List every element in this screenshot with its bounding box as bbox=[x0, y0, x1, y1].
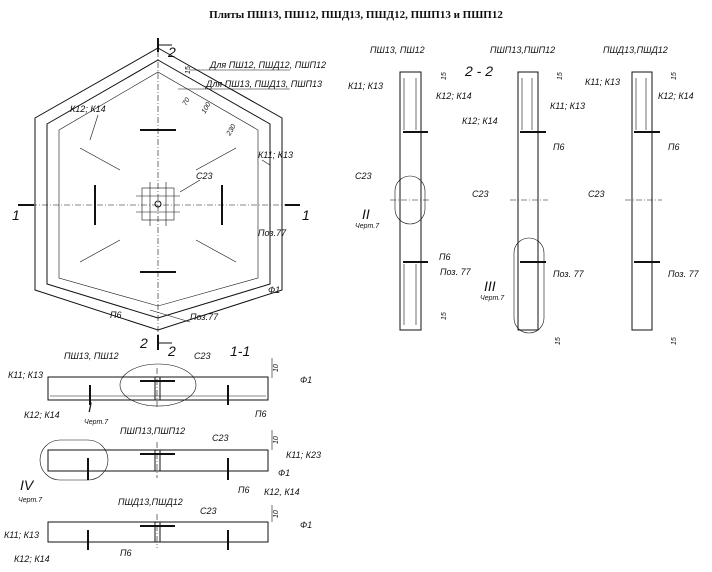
label-f1: Ф1 bbox=[268, 285, 280, 295]
dim-100: 100 bbox=[201, 101, 213, 115]
hexagon-plan bbox=[18, 38, 300, 350]
beam-b-detail-ref: Черт.7 bbox=[18, 497, 43, 504]
beam-a-p6: П6 bbox=[255, 409, 267, 419]
note-12: Для ПШ12, ПШД12, ПШП12 bbox=[209, 60, 326, 70]
hex-outer bbox=[34, 47, 283, 331]
col-c-c23: С23 bbox=[588, 189, 605, 199]
col-b-dim-top: 15 bbox=[557, 72, 564, 80]
section-1-marker-right: 1 bbox=[302, 207, 310, 223]
beam-b-k12: К12, К14 bbox=[264, 487, 300, 497]
page-title: Плиты ПШ13, ПШ12, ПШД13, ПШД12, ПШП13 и … bbox=[209, 9, 503, 21]
beam-a-f1: Ф1 bbox=[300, 375, 312, 385]
col-a-detail: II bbox=[362, 206, 370, 222]
col-c-poz77: Поз. 77 bbox=[668, 269, 700, 279]
beam-b-f1: Ф1 bbox=[278, 468, 290, 478]
col-b-c23: С23 bbox=[472, 189, 489, 199]
beam-c-c23: С23 bbox=[200, 506, 217, 516]
col-a-k11: К11; К13 bbox=[348, 81, 383, 91]
section-2-2-label: 2 - 2 bbox=[464, 63, 493, 79]
note-13: Для ПШ13, ПШД13, ПШП13 bbox=[205, 79, 322, 89]
label-k12k14: К12; К14 bbox=[70, 104, 106, 114]
label-p6: П6 bbox=[110, 310, 122, 320]
dim-70: 70 bbox=[182, 97, 192, 107]
beam-c-k11: К11; К13 bbox=[4, 530, 39, 540]
beam-c-k12: К12; К14 bbox=[14, 554, 50, 564]
col-a-detail-ref: Черт.7 bbox=[355, 223, 380, 230]
col-a-k12: К12; К14 bbox=[436, 91, 472, 101]
beam-a-k12: К12; К14 bbox=[24, 410, 60, 420]
label-poz77-a: Поз.77 bbox=[258, 228, 287, 238]
beam-a-title: ПШ13, ПШ12 bbox=[64, 351, 119, 361]
col-c-title: ПШД13,ПШД12 bbox=[603, 45, 668, 55]
section-2-marker-top: 2 bbox=[167, 44, 176, 60]
col-c-k11: К11; К13 bbox=[585, 77, 620, 87]
section-2-marker-bottom: 2 bbox=[139, 335, 148, 351]
col-a-poz77: Поз. 77 bbox=[440, 267, 472, 277]
beam-a-c23: С23 bbox=[194, 351, 211, 361]
beam-c-p6: П6 bbox=[120, 548, 132, 558]
section-2-marker: 2 bbox=[167, 343, 176, 359]
beam-c-dim: 10 bbox=[273, 510, 280, 518]
col-b-detail-ref: Черт.7 bbox=[480, 295, 505, 302]
col-b-p6: П6 bbox=[553, 142, 565, 152]
label-poz77-b: Поз.77 bbox=[190, 312, 219, 322]
section-1-1-beams bbox=[39, 358, 273, 550]
col-b-title: ПШП13,ПШП12 bbox=[490, 45, 555, 55]
col-a-title: ПШ13, ПШ12 bbox=[370, 45, 425, 55]
col-a-c23: С23 bbox=[355, 171, 372, 181]
col-b-detail: III bbox=[484, 278, 496, 294]
beam-b-dim: 10 bbox=[273, 436, 280, 444]
beam-c-title: ПШД13,ПШД12 bbox=[118, 497, 183, 507]
beam-b-p6: П6 bbox=[238, 485, 250, 495]
col-c-dim-bot: 15 bbox=[671, 337, 678, 345]
dim-230: 230 bbox=[225, 123, 237, 138]
label-k11k13: К11; К13 bbox=[258, 150, 293, 160]
col-c-p6: П6 bbox=[668, 142, 680, 152]
col-c-k12: К12; К14 bbox=[658, 91, 694, 101]
beam-b-title: ПШП13,ПШП12 bbox=[120, 426, 185, 436]
beam-b-detail: IV bbox=[20, 477, 35, 493]
beam-b-k11: К11; К23 bbox=[286, 450, 321, 460]
beam-a-dim: 10 bbox=[273, 364, 280, 372]
dim-15: 15 bbox=[185, 66, 192, 74]
col-c-dim-top: 15 bbox=[671, 72, 678, 80]
beam-b-c23: С23 bbox=[212, 433, 229, 443]
beam-a-detail-ref: Черт.7 bbox=[84, 419, 109, 426]
beam-a-detail: I bbox=[88, 399, 92, 415]
col-a-dim-top: 15 bbox=[441, 72, 448, 80]
beam-a-k11: К11; К13 bbox=[8, 370, 43, 380]
section-1-1-label: 1-1 bbox=[230, 343, 250, 359]
col-b-poz77: Поз. 77 bbox=[553, 269, 585, 279]
col-a-dim-bot: 15 bbox=[441, 312, 448, 320]
label-c23: С23 bbox=[196, 171, 213, 181]
col-a-p6: П6 bbox=[439, 252, 451, 262]
col-b-k12: К12; К14 bbox=[462, 116, 498, 126]
col-b-k11: К11; К13 bbox=[550, 101, 585, 111]
hex-inner bbox=[46, 59, 271, 319]
section-1-marker-left: 1 bbox=[12, 207, 20, 223]
beam-c-f1: Ф1 bbox=[300, 520, 312, 530]
section-2-2-columns bbox=[390, 71, 662, 334]
col-b-dim-bot: 15 bbox=[555, 337, 562, 345]
